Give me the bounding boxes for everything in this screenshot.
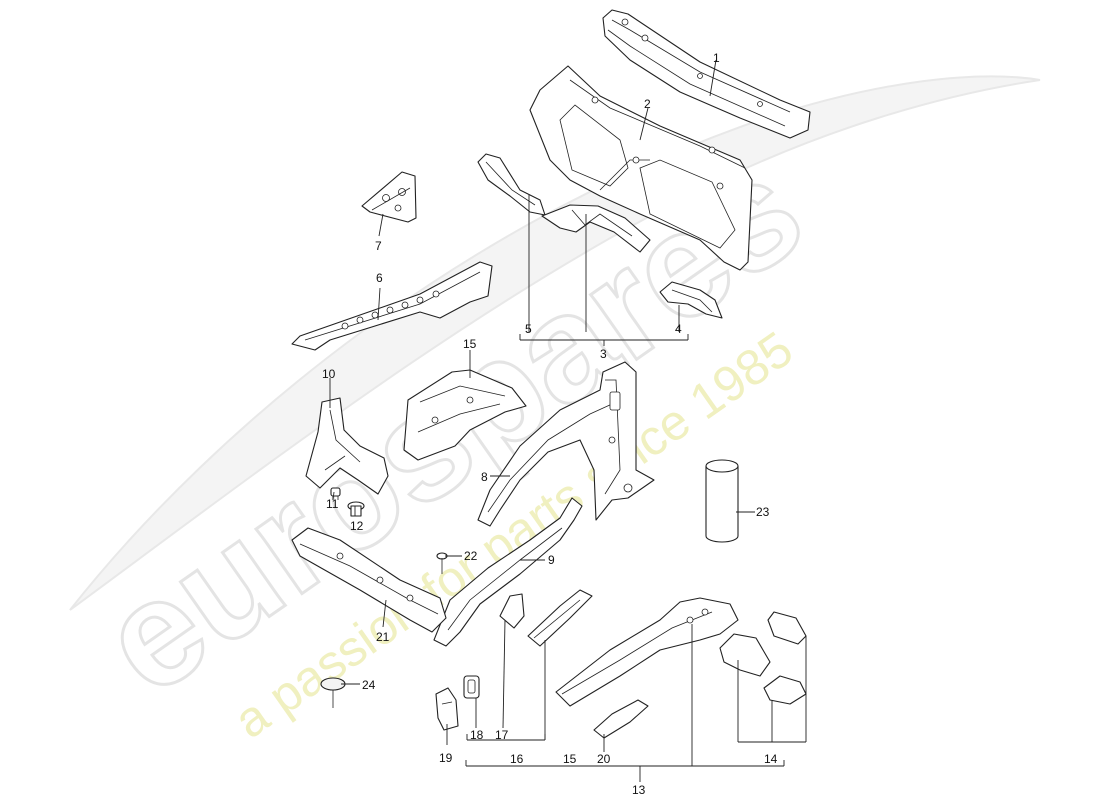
callout-15-upper: 15 (463, 337, 477, 351)
callout-3: 3 (600, 347, 607, 361)
callout-21: 21 (376, 630, 390, 644)
part-14-group[interactable] (719, 611, 807, 705)
callout-9: 9 (548, 553, 555, 567)
part-1-upper-cowl[interactable] (602, 9, 811, 139)
callout-5: 5 (525, 322, 532, 336)
callout-8: 8 (481, 470, 488, 484)
part-9-sill-reinforcement[interactable] (433, 497, 583, 647)
callout-16: 16 (510, 752, 524, 766)
callout-7: 7 (375, 239, 382, 253)
part-7-bracket[interactable] (361, 171, 417, 223)
part-3-center-panel[interactable] (541, 204, 651, 253)
callout-22: 22 (464, 549, 478, 563)
part-13-floor-member[interactable] (555, 597, 739, 707)
callout-20: 20 (597, 752, 611, 766)
callout-17: 17 (495, 728, 509, 742)
callouts: 1 2 7 6 5 4 3 15 10 8 11 12 23 22 9 21 2… (322, 51, 778, 797)
part-16-sill[interactable] (527, 589, 593, 647)
watermark: eurospares a passion for parts since 198… (69, 75, 1041, 749)
callout-24: 24 (362, 678, 376, 692)
part-11-clip[interactable] (330, 487, 341, 500)
part-12-plug[interactable] (347, 501, 365, 517)
callout-19: 19 (439, 751, 453, 765)
callout-4: 4 (675, 322, 682, 336)
callout-1: 1 (713, 51, 720, 65)
callout-10: 10 (322, 367, 336, 381)
leader-lines (329, 59, 807, 782)
part-6-rail[interactable] (291, 261, 493, 351)
callout-15-lower: 15 (563, 752, 577, 766)
part-19-bracket[interactable] (435, 687, 459, 731)
part-5-panel[interactable] (477, 153, 546, 216)
part-23-cylinder[interactable] (705, 459, 739, 543)
part-17-bracket[interactable] (499, 593, 525, 629)
part-10-pillar-bracket[interactable] (305, 397, 389, 495)
part-21-front-rail[interactable] (291, 527, 447, 633)
part-20-reinforcement[interactable] (593, 699, 649, 739)
part-4-panel[interactable] (659, 281, 723, 319)
part-18-gasket[interactable] (463, 675, 480, 699)
callout-12: 12 (350, 519, 364, 533)
part-8-a-pillar[interactable] (477, 361, 655, 527)
callout-14: 14 (764, 752, 778, 766)
callout-2: 2 (644, 97, 651, 111)
callout-13: 13 (632, 783, 646, 797)
part-2-bulkhead[interactable] (529, 65, 753, 271)
callout-11: 11 (326, 497, 339, 511)
part-15-wheel-arch[interactable] (403, 369, 527, 461)
callout-23: 23 (756, 505, 770, 519)
callout-6: 6 (376, 271, 383, 285)
callout-18: 18 (470, 728, 484, 742)
